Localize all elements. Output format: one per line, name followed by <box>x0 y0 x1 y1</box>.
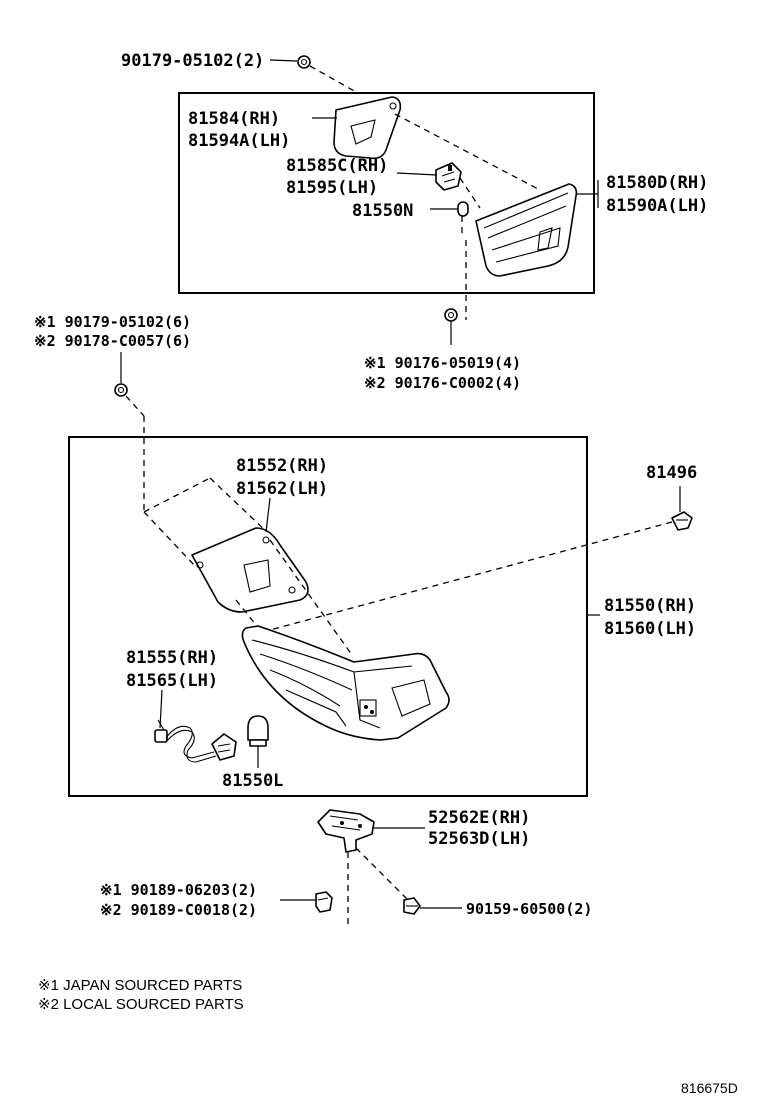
bolt-90159-60500-icon <box>403 897 421 915</box>
note-japan-sourced: ※1 JAPAN SOURCED PARTS <box>38 977 242 994</box>
label-81562: 81562(LH) <box>236 479 328 499</box>
rear-lamp-81550-icon <box>241 625 450 741</box>
inner-lamp-81580d-icon <box>475 183 578 277</box>
label-81552: 81552(RH) <box>236 456 328 476</box>
label-52563d: 52563D(LH) <box>428 829 530 849</box>
nut-90179-05102-left-icon <box>114 383 128 397</box>
gasket-81552-icon <box>191 527 309 613</box>
clip-81496-icon <box>671 511 693 531</box>
bracket-52562e-icon <box>317 809 375 853</box>
diagram-code: 816675D <box>681 1080 738 1096</box>
bulb-81550n-icon <box>457 201 469 217</box>
label-90179-05102-top: 90179-05102(2) <box>121 51 264 71</box>
label-81550: 81550(RH) <box>604 596 696 616</box>
label-90178-c0057: ※2 90178-C0057(6) <box>34 332 191 350</box>
wiring-81555-icon <box>154 719 237 763</box>
upper-assembly-box <box>178 92 595 294</box>
label-81555: 81555(RH) <box>126 648 218 668</box>
label-81550l: 81550L <box>222 771 283 791</box>
nut-90176-05019-icon <box>444 308 458 322</box>
label-81584: 81584(RH) <box>188 109 280 129</box>
label-81565: 81565(LH) <box>126 671 218 691</box>
bulb-81550l-icon <box>247 715 269 747</box>
label-90159-60500: 90159-60500(2) <box>466 900 592 918</box>
label-81496: 81496 <box>646 463 697 483</box>
label-90189-c0018: ※2 90189-C0018(2) <box>100 901 257 919</box>
label-81590a: 81590A(LH) <box>606 196 708 216</box>
socket-81585c-icon <box>435 162 462 191</box>
nut-90179-05102-top <box>297 55 311 69</box>
label-81595: 81595(LH) <box>286 178 378 198</box>
lower-assembly-box <box>68 436 588 797</box>
label-81594a: 81594A(LH) <box>188 131 290 151</box>
label-90189-06203: ※1 90189-06203(2) <box>100 881 257 899</box>
label-81550n: 81550N <box>352 201 413 221</box>
label-90176-05019: ※1 90176-05019(4) <box>364 354 521 372</box>
label-90179-05102-6: ※1 90179-05102(6) <box>34 313 191 331</box>
label-81580d: 81580D(RH) <box>606 173 708 193</box>
label-90176-c0002: ※2 90176-C0002(4) <box>364 374 521 392</box>
cover-81584-icon <box>333 96 402 160</box>
label-81585c: 81585C(RH) <box>286 156 388 176</box>
note-local-sourced: ※2 LOCAL SOURCED PARTS <box>38 996 244 1013</box>
clip-90189-icon <box>315 891 333 913</box>
label-81560: 81560(LH) <box>604 619 696 639</box>
label-52562e: 52562E(RH) <box>428 808 530 828</box>
